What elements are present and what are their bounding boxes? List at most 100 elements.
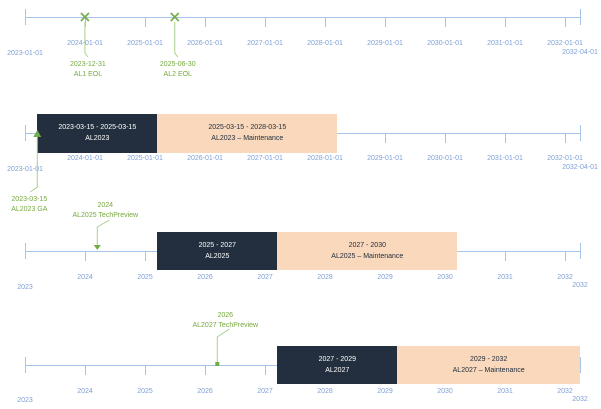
overview-tick-label: 2031-01-01 [487, 40, 523, 47]
milestone-date-label: 2024 [97, 202, 114, 209]
al2025-tick-label: 2027 [257, 274, 273, 281]
al2027-tick-label: 2027 [257, 388, 273, 395]
al2025-tick-label: 2024 [77, 274, 93, 281]
al2025-year-tick [85, 251, 86, 261]
annotation-line [84, 22, 89, 58]
al2023-year-tick [505, 133, 506, 143]
milestone-date-label: 2023-03-15 [11, 196, 48, 203]
overview-tick-label: 2032-01-01 [547, 40, 583, 47]
al2023-end-tick [580, 125, 581, 141]
arrow-down-icon [93, 245, 101, 250]
annotation-line [174, 22, 179, 58]
bar-release-label: AL2023 [85, 135, 110, 142]
al2023-start-tick [25, 125, 26, 141]
al2025-year-tick [565, 251, 566, 261]
al2025-axis-end-label: 2032 [572, 282, 588, 289]
al2023-tick-label: 2028-01-01 [307, 155, 343, 162]
bar-release-label: AL2027 – Maintenance [452, 366, 525, 374]
milestone-name-label: AL2027 TechPreview [192, 322, 259, 329]
overview-year-tick [325, 17, 326, 27]
al2027-tick-label: 2029 [377, 388, 393, 395]
al2025-tick-label: 2023 [17, 284, 33, 291]
milestone-date-label: 2023-12-31 [70, 61, 106, 68]
bar-period-label: 2023-03-15 - 2025-03-15 [58, 124, 137, 131]
al2025-end-tick [580, 243, 581, 259]
al2027-tick-label: 2031 [497, 388, 513, 395]
overview-year-tick [565, 17, 566, 27]
milestone-name-label: AL1 EOL [73, 71, 103, 78]
al2023-tick-label: 2026-01-01 [187, 155, 223, 162]
al2025-tick-label: 2030 [437, 274, 453, 281]
annotation-line [216, 328, 230, 362]
al2025-tick-label: 2029 [377, 274, 393, 281]
al2027-end-tick [580, 357, 581, 373]
milestone-name-label: AL2025 TechPreview [72, 212, 139, 219]
overview-year-tick [505, 17, 506, 27]
overview-tick-label: 2026-01-01 [187, 40, 223, 47]
bar-period-label: 2025-03-15 - 2028-03-15 [208, 124, 287, 131]
overview-tick-label: 2027-01-01 [247, 40, 283, 47]
overview-year-tick [205, 17, 206, 27]
overview-axis-end-label: 2032-04-01 [562, 49, 598, 56]
overview-tick-label: 2025-01-01 [127, 40, 163, 47]
al2027-year-tick [205, 365, 206, 375]
al2023-year-tick [565, 133, 566, 143]
al2027-tick-label: 2030 [437, 388, 453, 395]
overview-tick-label: 2028-01-01 [307, 40, 343, 47]
al2027-year-tick [265, 365, 266, 375]
al2025-start-tick [25, 243, 26, 259]
bar-period-label: 2027 - 2030 [348, 241, 386, 249]
bar-release-label: AL2025 – Maintenance [331, 252, 404, 260]
al2025-tick-label: 2028 [317, 274, 333, 281]
ga-triangle-icon [33, 130, 42, 137]
al2027-year-tick [145, 365, 146, 375]
bar-period-label: 2027 - 2029 [318, 355, 356, 363]
al2025-year-tick [145, 251, 146, 261]
overview-tick-label: 2029-01-01 [367, 40, 403, 47]
bar-release-label: AL2025 [205, 252, 230, 260]
overview-year-tick [445, 17, 446, 27]
al2023-tick-label: 2023-01-01 [7, 166, 43, 173]
al2023-tick-label: 2024-01-01 [67, 155, 103, 162]
bar-release-label: AL2023 – Maintenance [211, 135, 284, 142]
annotation-line [96, 219, 110, 245]
milestone-name-label: AL2023 GA [11, 206, 48, 213]
overview-axis [25, 17, 580, 18]
al2027-axis-end-label: 2032 [572, 396, 588, 403]
milestone-date-label: 2025-06-30 [159, 61, 196, 68]
al2027-tick-label: 2024 [77, 388, 93, 395]
annotation-line [30, 137, 38, 193]
milestone-date-label: 2026 [217, 312, 234, 319]
al2027-tick-label: 2023 [17, 397, 33, 404]
overview-year-tick [85, 17, 86, 27]
al2023-year-tick [445, 133, 446, 143]
al2025-tick-label: 2026 [197, 274, 213, 281]
al2023-tick-label: 2030-01-01 [427, 155, 463, 162]
al2025-tick-label: 2031 [497, 274, 513, 281]
bar-period-label: 2025 - 2027 [198, 241, 236, 249]
al2027-start-tick [25, 357, 26, 373]
al2023-tick-label: 2029-01-01 [367, 155, 403, 162]
al2027-year-tick [85, 365, 86, 375]
al2023-tick-label: 2027-01-01 [247, 155, 283, 162]
al2025-year-tick [505, 251, 506, 261]
overview-year-tick [265, 17, 266, 27]
overview-start-tick [25, 9, 26, 25]
marker-dot-icon [215, 362, 220, 366]
al2023-year-tick [385, 133, 386, 143]
overview-year-tick [385, 17, 386, 27]
al2027-tick-label: 2026 [197, 388, 213, 395]
al2023-tick-label: 2025-01-01 [127, 155, 163, 162]
al2027-tick-label: 2025 [137, 388, 153, 395]
overview-end-tick [580, 9, 581, 25]
al2023-tick-label: 2031-01-01 [487, 155, 523, 162]
al2027-tick-label: 2032 [557, 388, 573, 395]
al2023-axis-end-label: 2032-04-01 [562, 164, 598, 171]
eol-x-icon [80, 12, 90, 22]
al2025-tick-label: 2032 [557, 274, 573, 281]
al2023-tick-label: 2032-01-01 [547, 155, 583, 162]
